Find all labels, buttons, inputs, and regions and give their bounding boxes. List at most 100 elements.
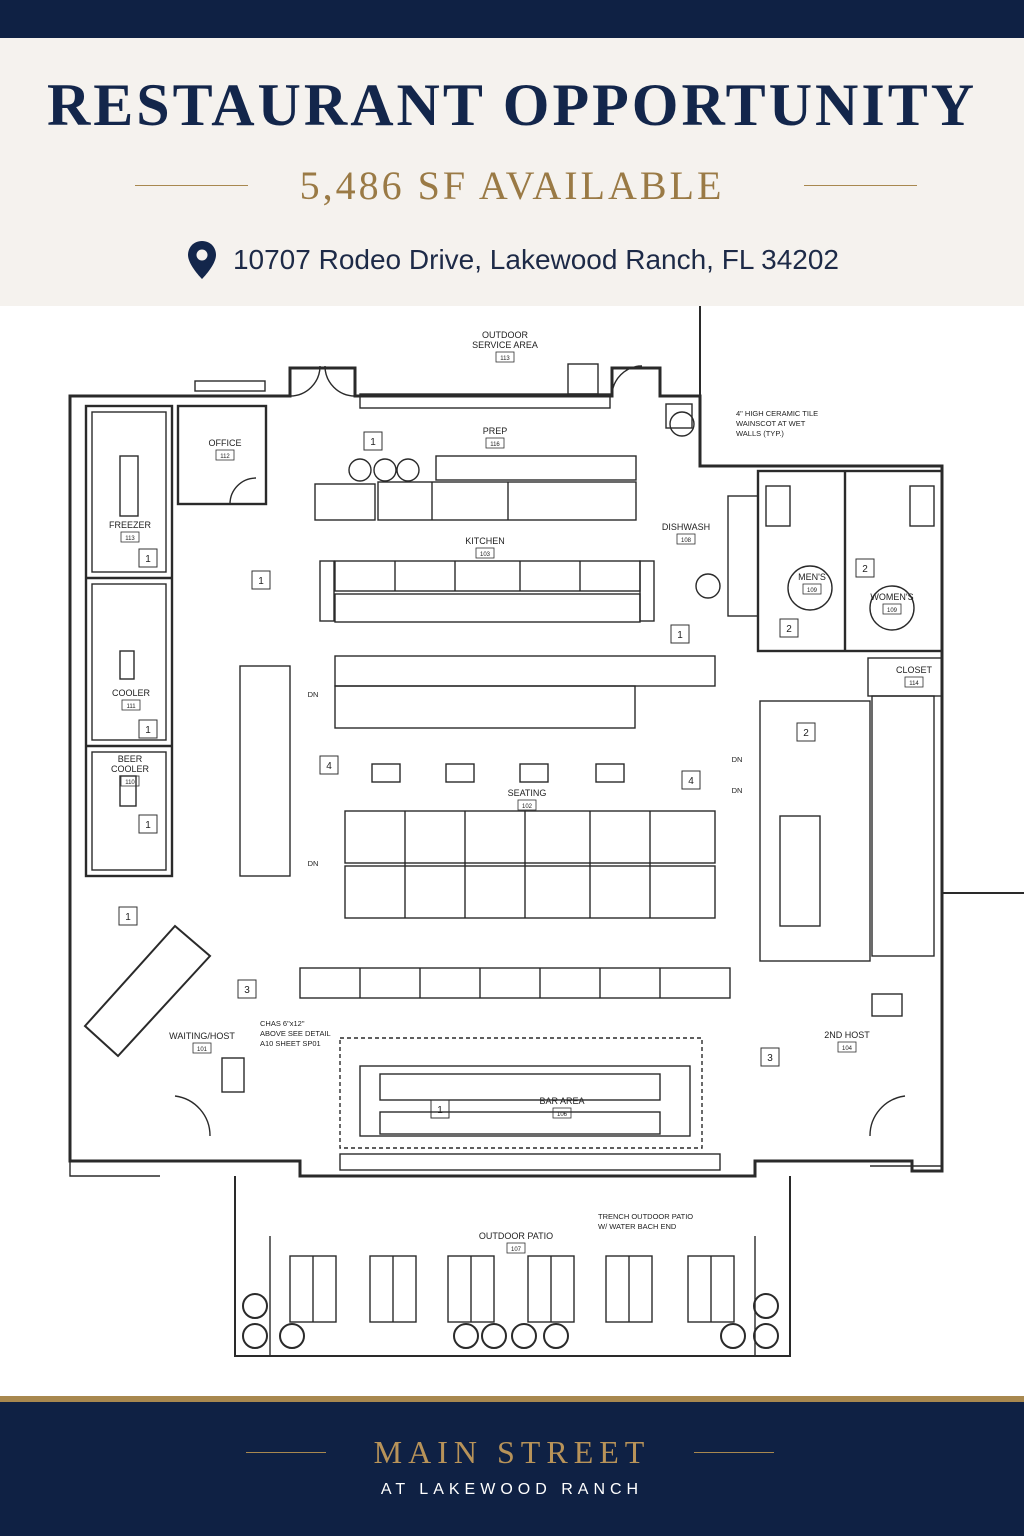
- note-chase: ABOVE SEE DETAIL: [260, 1029, 331, 1038]
- zone-tag: 1: [370, 437, 376, 448]
- planter: [543, 1323, 569, 1349]
- footer: MAIN STREET AT LAKEWOOD RANCH: [0, 1402, 1024, 1536]
- location-pin-icon: [187, 241, 216, 279]
- room-number-box-mens: [802, 583, 822, 595]
- room-label-host2: 2ND HOST: [824, 1030, 870, 1040]
- footer-brand-subtitle: AT LAKEWOOD RANCH: [380, 1481, 644, 1498]
- room-number-womens: 109: [887, 608, 898, 614]
- note-chase: CHAS 6"x12": [260, 1019, 305, 1028]
- zone-tag: 1: [437, 1105, 443, 1116]
- room-number-box-host2: [837, 1041, 857, 1053]
- zone-tag-box: [138, 548, 158, 568]
- room-number-closet: 114: [909, 681, 919, 687]
- step-down-label: DN: [308, 690, 319, 699]
- step-down-label: DN: [308, 859, 319, 868]
- footer-brand-title: MAIN STREET: [373, 1434, 651, 1470]
- room-number-dishwash: 108: [681, 538, 692, 544]
- note-trench: W/ WATER BACH END: [598, 1222, 677, 1231]
- room-label-beer_cooler: COOLER: [111, 764, 150, 774]
- room-label-mens: MEN'S: [798, 572, 826, 582]
- zone-tag: 4: [326, 761, 332, 772]
- planter: [753, 1323, 779, 1349]
- room-number-host2: 104: [842, 1046, 853, 1052]
- room-label-dishwash: DISHWASH: [662, 522, 710, 532]
- planter: [511, 1323, 537, 1349]
- footer-accent-line: [0, 1396, 1024, 1402]
- subtitle-rule-right: [804, 185, 917, 186]
- room-label-patio: OUTDOOR PATIO: [479, 1231, 553, 1241]
- zone-tag: 1: [145, 725, 151, 736]
- room-number-patio: 107: [511, 1247, 522, 1253]
- note-tile: WALLS (TYP.): [736, 429, 784, 438]
- room-number-kitchen: 103: [480, 552, 491, 558]
- step-down-label: DN: [732, 786, 743, 795]
- room-label-waiting: WAITING/HOST: [169, 1031, 235, 1041]
- room-number-box-seating: [517, 799, 537, 811]
- room-number-box-beer_cooler: [120, 775, 140, 787]
- zone-tag: 2: [786, 624, 792, 635]
- zone-tag: 3: [767, 1053, 773, 1064]
- room-number-box-bar: [552, 1107, 572, 1119]
- room-label-kitchen: KITCHEN: [465, 536, 505, 546]
- note-trench: TRENCH OUTDOOR PATIO: [598, 1212, 693, 1221]
- step-down-label: DN: [732, 755, 743, 764]
- room-number-office: 112: [220, 454, 230, 460]
- planter: [242, 1293, 268, 1319]
- room-number-box-freezer: [120, 531, 140, 543]
- room-number-outdoor_service: 113: [500, 356, 510, 362]
- top-bar: [0, 0, 1024, 38]
- zone-tag: 4: [688, 776, 694, 787]
- room-number-seating: 102: [522, 804, 533, 810]
- zone-tag-box: [796, 722, 816, 742]
- planter: [720, 1323, 746, 1349]
- subtitle-row: 5,486 SF AVAILABLE: [0, 158, 1024, 214]
- zone-tag-box: [118, 906, 138, 926]
- zone-tag: 1: [145, 554, 151, 565]
- room-number-cooler: 111: [126, 704, 136, 710]
- room-label-prep: PREP: [483, 426, 508, 436]
- note-tile: 4" HIGH CERAMIC TILE: [736, 409, 818, 418]
- note-chase: A10 SHEET SP01: [260, 1039, 321, 1048]
- page-title: RESTAURANT OPPORTUNITY: [46, 72, 978, 138]
- room-number-prep: 116: [490, 442, 500, 448]
- room-number-waiting: 101: [197, 1047, 208, 1053]
- room-number-box-cooler: [121, 699, 141, 711]
- room-number-box-office: [215, 449, 235, 461]
- zone-tag: 1: [145, 820, 151, 831]
- room-label-womens: WOMEN'S: [870, 592, 913, 602]
- room-number-box-patio: [506, 1242, 526, 1254]
- zone-tag: 1: [125, 912, 131, 923]
- room-number-freezer: 113: [125, 536, 135, 542]
- zone-tag-box: [779, 618, 799, 638]
- room-label-bar: BAR AREA: [539, 1096, 584, 1106]
- footer-rule-right: [694, 1452, 774, 1453]
- zone-tag-box: [319, 755, 339, 775]
- zone-tag-box: [138, 814, 158, 834]
- zone-tag-box: [760, 1047, 780, 1067]
- planter: [453, 1323, 479, 1349]
- room-number-beer_cooler: 110: [125, 780, 135, 786]
- address-text: 10707 Rodeo Drive, Lakewood Ranch, FL 34…: [232, 244, 840, 275]
- room-label-outdoor_service: SERVICE AREA: [472, 340, 538, 350]
- room-label-beer_cooler: BEER: [118, 754, 143, 764]
- zone-tag-box: [670, 624, 690, 644]
- room-number-box-womens: [882, 603, 902, 615]
- zone-tag: 1: [258, 576, 264, 587]
- room-label-outdoor_service: OUTDOOR: [482, 330, 528, 340]
- zone-tag-box: [430, 1099, 450, 1119]
- zone-tag-box: [237, 979, 257, 999]
- subtitle-rule-left: [135, 185, 248, 186]
- zone-tag-box: [138, 719, 158, 739]
- zone-tag-box: [681, 770, 701, 790]
- room-label-cooler: COOLER: [112, 688, 151, 698]
- zone-tag: 2: [803, 728, 809, 739]
- room-number-box-kitchen: [475, 547, 495, 559]
- planter: [242, 1323, 268, 1349]
- zone-tag-box: [363, 431, 383, 451]
- room-number-box-prep: [485, 437, 505, 449]
- zone-tag-box: [251, 570, 271, 590]
- subtitle: 5,486 SF AVAILABLE: [299, 163, 725, 208]
- planter: [481, 1323, 507, 1349]
